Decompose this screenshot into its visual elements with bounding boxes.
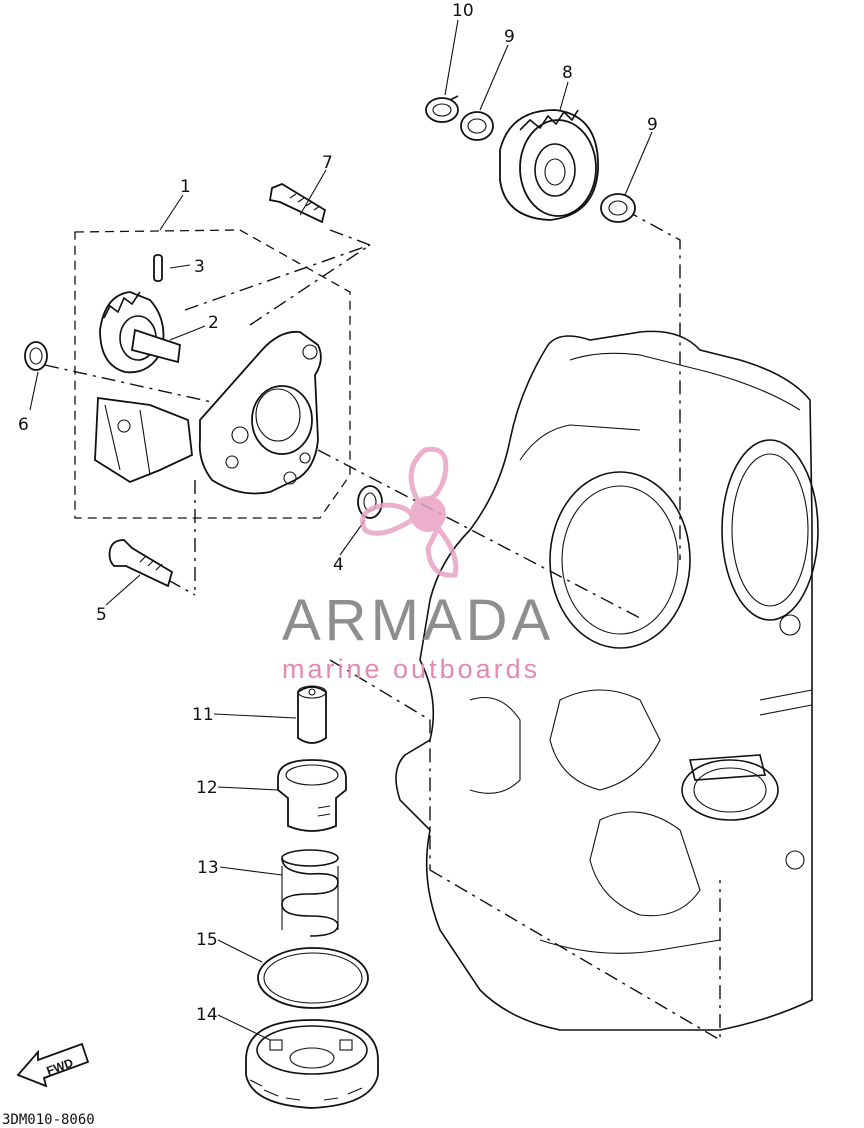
drawing-code: 3DM010-8060 [2, 1112, 95, 1128]
part-5-bolt [108, 539, 174, 588]
part-7-bolt [268, 182, 327, 224]
callout-1: 1 [180, 177, 191, 197]
callout-11: 11 [192, 705, 214, 725]
part-10-circlip [425, 95, 459, 123]
armada-watermark: ARMADA marine outboards [282, 446, 554, 684]
watermark-brand: ARMADA [282, 588, 554, 653]
part-4-o-ring [357, 485, 383, 519]
callout-2: 2 [208, 313, 219, 333]
part-2-gear-shaft [99, 291, 181, 374]
part-9-washer-right [600, 193, 636, 223]
part-12-cap [277, 759, 347, 832]
callout-13: 13 [197, 858, 219, 878]
armada-propeller-logo [360, 446, 459, 578]
callout-3: 3 [194, 257, 205, 277]
callout-labels: 1 2 3 4 5 6 7 8 9 9 10 11 12 13 15 14 [18, 1, 658, 1025]
callout-8: 8 [562, 63, 573, 83]
watermark-tagline: marine outboards [282, 654, 540, 684]
callout-4: 4 [333, 555, 344, 575]
callout-7: 7 [322, 153, 333, 173]
callout-6: 6 [18, 415, 29, 435]
callout-5: 5 [96, 605, 107, 625]
callout-10: 10 [452, 1, 474, 21]
crankcase-housing [395, 330, 819, 1031]
part-9-washer-top [460, 111, 494, 141]
part-8-gear [499, 109, 599, 221]
callout-9-right: 9 [647, 115, 658, 135]
forward-direction-arrow: FWD [16, 1042, 90, 1088]
part-11-pin [297, 685, 327, 744]
part-14-plug [245, 1019, 379, 1109]
part-1-oil-pump-assembly [94, 330, 322, 495]
callout-9-top: 9 [504, 27, 515, 47]
part-15-o-ring [257, 947, 369, 1009]
callout-12: 12 [196, 778, 218, 798]
callout-15: 15 [196, 930, 218, 950]
callout-leader-lines [29, 19, 653, 1041]
part-13-spring [281, 849, 339, 937]
callout-14: 14 [196, 1005, 218, 1025]
part-6-o-ring [24, 341, 48, 371]
reference-lines [44, 209, 721, 1042]
part-3-pin [153, 254, 163, 282]
